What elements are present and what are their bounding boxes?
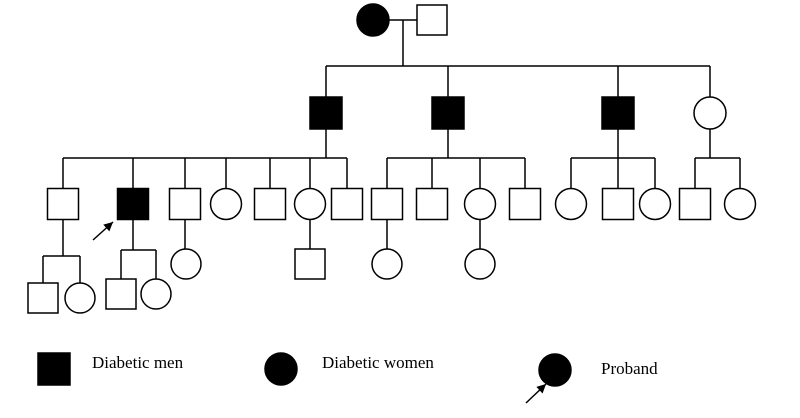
legend-proband-arrow-icon: [525, 383, 547, 404]
pedigree-individuals: [27, 3, 757, 314]
unaffected-male-iii-13: [601, 187, 635, 221]
legend-diabetic-women-symbol: [264, 352, 298, 386]
unaffected-female-iv-7: [371, 248, 403, 280]
unaffected-female-iii-16: [723, 187, 757, 221]
unaffected-female-iv-4: [140, 278, 172, 310]
unaffected-female-iv-8: [464, 248, 496, 280]
unaffected-female-iii-10: [463, 187, 497, 221]
unaffected-female-iv-5: [170, 248, 202, 280]
affected-male-iii-2: [116, 187, 150, 221]
unaffected-male-iii-11: [508, 187, 542, 221]
proband-arrow-icon: [92, 221, 114, 241]
affected-male-ii-1: [309, 96, 343, 130]
unaffected-female-iii-4: [209, 187, 243, 221]
legend-diabetic-men-symbol: [37, 352, 71, 386]
affected-male-ii-2: [431, 96, 465, 130]
unaffected-female-iii-6: [293, 187, 327, 221]
unaffected-female-iii-12: [554, 187, 588, 221]
legend-label-diabetic-men: Diabetic men: [92, 353, 184, 372]
unaffected-male-iii-5: [253, 187, 287, 221]
unaffected-male-iii-1: [46, 187, 80, 221]
unaffected-female-iii-14: [638, 187, 672, 221]
unaffected-male-iii-9: [415, 187, 449, 221]
unaffected-male-iii-7: [330, 187, 364, 221]
pedigree-lines: [42, 19, 741, 283]
legend-label-diabetic-women: Diabetic women: [322, 353, 434, 372]
unaffected-male-iii-3: [168, 187, 202, 221]
legend-proband-symbol: [538, 353, 572, 387]
unaffected-male-i-2: [416, 4, 448, 36]
unaffected-male-iii-15: [678, 187, 712, 221]
unaffected-male-iv-3: [105, 278, 137, 310]
legend-label-proband: Proband: [601, 359, 658, 378]
unaffected-male-iv-1: [27, 282, 59, 314]
unaffected-male-iii-8: [370, 187, 404, 221]
unaffected-male-iv-6: [294, 248, 326, 280]
affected-female-i-1: [356, 3, 390, 37]
legend-symbols: [37, 352, 572, 404]
unaffected-female-ii-4: [693, 96, 727, 130]
unaffected-female-iv-2: [64, 282, 96, 314]
affected-male-ii-3: [601, 96, 635, 130]
